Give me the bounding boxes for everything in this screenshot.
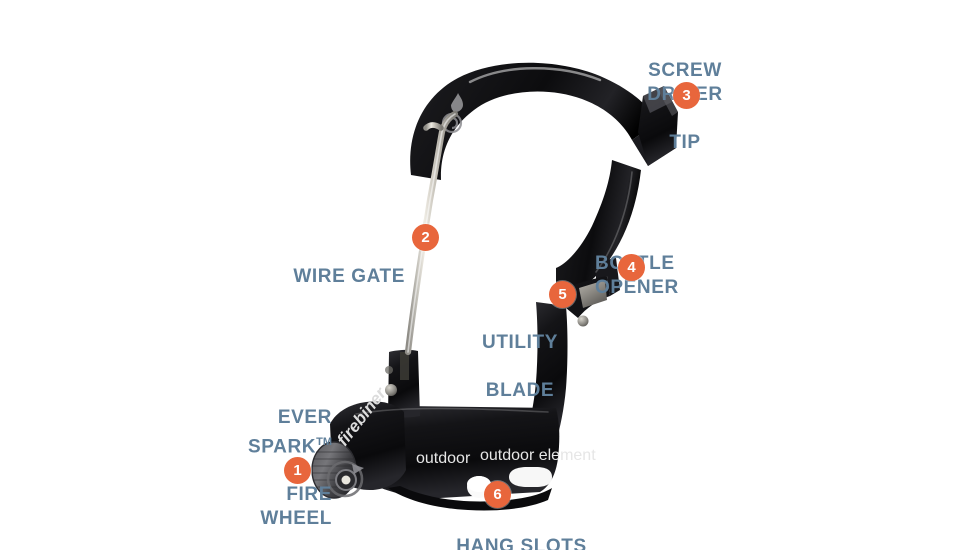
bottle-opener-hook (596, 258, 620, 296)
callout-text-line1: BOTTLE OPENER (595, 253, 679, 298)
brand-name-outdoor: outdoor (416, 450, 471, 467)
callout-label-bottle-opener: BOTTLE OPENER (595, 228, 755, 300)
brand-name-element: outdoor element (480, 447, 596, 464)
callout-label-ever-spark-fire-wheel: EVER SPARKTM FIRE WHEEL (214, 382, 332, 531)
gate-pivot-rivet (385, 384, 397, 396)
callout-marker-1[interactable]: 1 (284, 457, 311, 484)
callout-text-line1: EVER SPARK (248, 407, 332, 458)
wire-gate (404, 110, 459, 356)
gate-housing (388, 349, 420, 418)
carabiner-spine (556, 160, 641, 300)
callout-text-line2: FIRE WHEEL (260, 484, 332, 530)
callout-label-utility-blade: UTILITY BLADE (480, 307, 560, 403)
callout-text-line1: HANG SLOTS (456, 536, 587, 550)
carabiner-top-arc (410, 62, 658, 180)
callout-marker-5[interactable]: 5 (549, 281, 576, 308)
callout-label-wire-gate: WIRE GATE (286, 241, 405, 289)
callout-marker-6[interactable]: 6 (484, 481, 511, 508)
callout-marker-2[interactable]: 2 (412, 224, 439, 251)
hang-slot-oval (509, 467, 552, 487)
screwdriver-tip-edge (658, 86, 678, 116)
carabiner-base-underside (388, 486, 552, 511)
spine-highlight (595, 171, 633, 273)
callout-label-hang-slots: HANG SLOTS (455, 511, 588, 550)
arc-highlight (468, 67, 602, 84)
blade-pivot-rivet (577, 315, 589, 327)
callout-marker-4[interactable]: 4 (618, 254, 645, 281)
trademark-symbol: TM (316, 436, 332, 448)
callout-text-line1: UTILITY (482, 332, 558, 353)
gate-upper-rivet (385, 366, 393, 374)
callout-marker-3[interactable]: 3 (673, 82, 700, 109)
callout-text-line2: TIP (669, 132, 701, 153)
gate-slot (400, 352, 409, 380)
spark-wheel-hub (326, 460, 364, 498)
callout-text-line2: BLADE (485, 380, 555, 401)
callout-text-line1: WIRE GATE (293, 266, 405, 287)
carabiner-lower-spine (524, 302, 568, 442)
utility-blade (579, 280, 607, 308)
carabiner-frame: firebiner outdoor outdoor element (311, 62, 678, 511)
base-highlight (355, 407, 549, 415)
